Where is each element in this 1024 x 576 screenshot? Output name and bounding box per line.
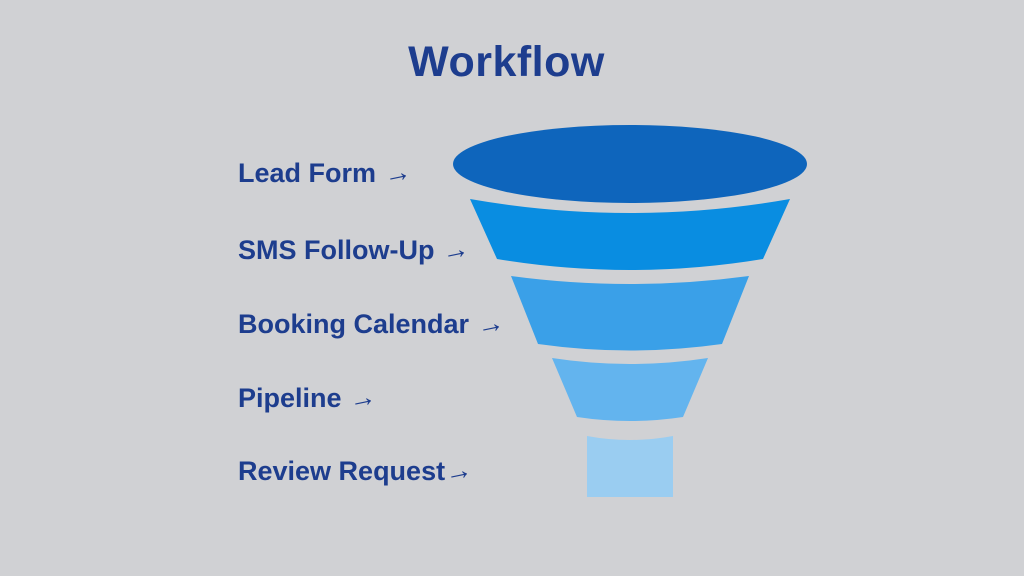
- list-item-sms-follow-up: SMS Follow-Up →: [238, 232, 472, 268]
- funnel-segment-2: [470, 199, 790, 270]
- right-arrow-icon: →: [345, 380, 379, 416]
- list-item-booking-calendar: Booking Calendar →: [238, 306, 507, 342]
- stage-label: Pipeline: [238, 383, 350, 413]
- list-item-lead-form: Lead Form →: [238, 155, 414, 191]
- funnel-segment-5: [587, 436, 673, 497]
- stage-label: Booking Calendar: [238, 309, 477, 339]
- funnel-segment-3: [511, 276, 749, 351]
- stage-label: Lead Form: [238, 158, 384, 188]
- stage-label: Review Request: [238, 456, 446, 486]
- list-item-review-request: Review Request→: [238, 453, 475, 489]
- right-arrow-icon: →: [441, 453, 475, 489]
- right-arrow-icon: →: [438, 232, 472, 268]
- right-arrow-icon: →: [473, 306, 507, 342]
- list-item-pipeline: Pipeline →: [238, 380, 379, 416]
- funnel-segment-1: [453, 125, 807, 203]
- funnel-segment-4: [552, 358, 708, 421]
- right-arrow-icon: →: [380, 155, 414, 191]
- page-title: Workflow: [408, 38, 605, 86]
- stage-label: SMS Follow-Up: [238, 235, 442, 265]
